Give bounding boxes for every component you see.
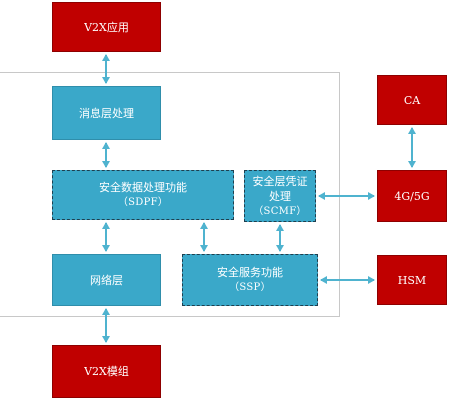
- ca-box: CA: [377, 75, 447, 125]
- network-4g5g-box: 4G/5G: [377, 170, 447, 222]
- ssp-sublabel: （SSP）: [229, 282, 271, 293]
- network-4g5g-label: 4G/5G: [394, 189, 430, 203]
- sdpf-sublabel: （SDPF）: [117, 197, 169, 208]
- ca-label: CA: [403, 93, 421, 107]
- scmf-label: 安全层凭证: [252, 174, 308, 188]
- message-layer-box: 消息层处理: [52, 86, 161, 140]
- message-layer-label: 消息层处理: [79, 106, 134, 120]
- v2x-module-box: V2X模组: [52, 345, 161, 398]
- ssp-box: 安全服务功能 （SSP）: [182, 254, 318, 306]
- network-layer-box: 网络层: [52, 254, 161, 306]
- v2x-application-box: V2X应用: [52, 2, 161, 52]
- scmf-sublabel: （SCMF）: [253, 205, 307, 217]
- hsm-label: HSM: [397, 273, 427, 287]
- sdpf-label: 安全数据处理功能: [99, 181, 187, 194]
- sdpf-box: 安全数据处理功能 （SDPF）: [52, 170, 234, 220]
- ssp-label: 安全服务功能: [217, 266, 283, 279]
- v2x-module-label: V2X模组: [84, 365, 129, 378]
- v2x-application-label: V2X应用: [84, 20, 129, 34]
- hsm-box: HSM: [377, 255, 447, 305]
- network-layer-label: 网络层: [90, 273, 123, 287]
- scmf-label-line2: 处理: [269, 189, 291, 203]
- scmf-box: 安全层凭证 处理 （SCMF）: [244, 170, 316, 222]
